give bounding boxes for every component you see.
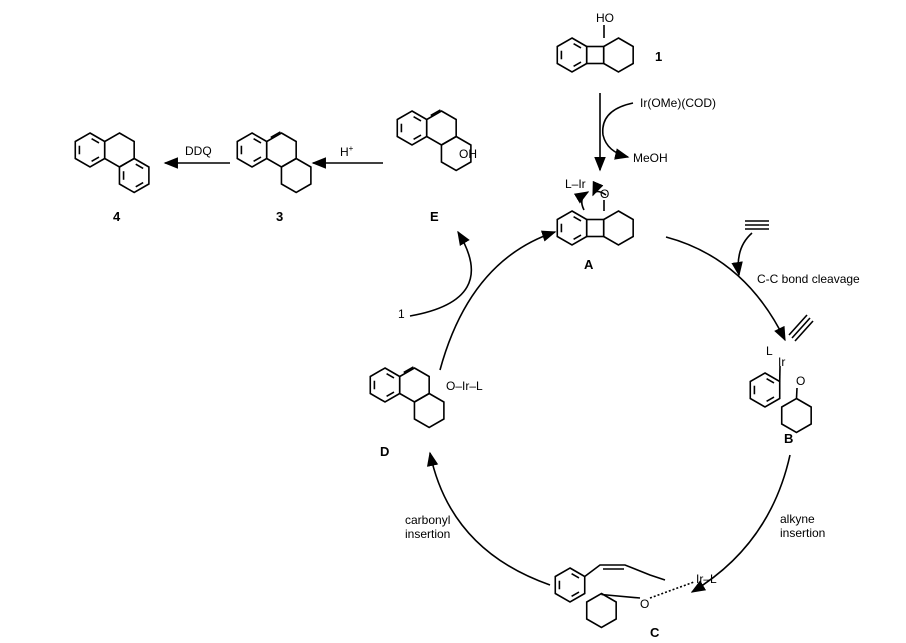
compound-B-cyclohexane-ring bbox=[780, 397, 812, 434]
B-carbon-oxygen-bond bbox=[795, 387, 798, 400]
compound-1-cyclohexane-ring bbox=[602, 37, 634, 73]
compound-A-benzene-ring-double-bond bbox=[573, 234, 582, 241]
carbonyl-step-line2: insertion bbox=[405, 527, 451, 541]
A-metal-label: L–Ir bbox=[565, 177, 586, 191]
B-oxygen-label: O bbox=[796, 374, 806, 388]
compound-A-cyclobutane-ring bbox=[585, 218, 605, 238]
alkyne-step-line1: alkyne bbox=[780, 512, 815, 526]
alkyne-on-B-icon bbox=[788, 314, 814, 342]
compound-4-ring-3-double-bond bbox=[135, 163, 144, 170]
ddq-label: DDQ bbox=[185, 144, 212, 158]
compound-1-cyclobutane-ring bbox=[585, 45, 605, 65]
compound-C-benzene-ring-double-bond bbox=[571, 591, 580, 598]
compound-D-ring-1-double-bond bbox=[386, 391, 395, 398]
arrow-D-to-A bbox=[439, 230, 557, 371]
alkyne-icon bbox=[745, 220, 769, 230]
compound-1-label: 1 bbox=[655, 49, 663, 64]
catalyst-label: Ir(OMe)(COD) bbox=[640, 96, 716, 110]
catalyst-curved-arrow bbox=[602, 102, 634, 160]
compound-E-label: E bbox=[430, 209, 439, 224]
arrow-1-to-E bbox=[409, 230, 473, 317]
compound-4-label: 4 bbox=[113, 209, 121, 224]
compound-E-ring-1-double-bond bbox=[413, 115, 422, 122]
compound-C-label: C bbox=[650, 625, 660, 640]
alkene-double-bond bbox=[430, 109, 441, 117]
compound-A-cyclohexane-ring bbox=[602, 210, 634, 246]
compound-D-ring-3 bbox=[413, 392, 445, 429]
compound-B-label: B bbox=[784, 431, 794, 446]
B-iridium-label: Ir bbox=[778, 355, 786, 369]
compound-3-ring-3 bbox=[280, 157, 312, 194]
E-hydroxyl-label: OH bbox=[459, 147, 477, 161]
cleavage-step-label: C-C bond cleavage bbox=[757, 272, 860, 286]
compound-B-benzene-ring-double-bond bbox=[766, 377, 775, 384]
compound-4-ring-1-double-bond bbox=[91, 156, 100, 163]
alkene-double-bond bbox=[270, 131, 281, 139]
substrate-1-label: 1 bbox=[398, 307, 405, 321]
compound-C-benzene-ring-double-bond bbox=[571, 572, 580, 579]
hydroxyl-label-1: HO bbox=[596, 11, 614, 25]
C-metal-label: Ir–L bbox=[696, 572, 717, 586]
alkyne-step-line2: insertion bbox=[780, 526, 826, 540]
alkyne-addition-arrow bbox=[731, 232, 753, 277]
acid-charge: + bbox=[348, 144, 354, 153]
compound-3-label: 3 bbox=[276, 209, 284, 224]
C-oxygen-label: O bbox=[640, 597, 650, 611]
compound-4-ring-3-double-bond bbox=[135, 181, 144, 188]
C-oxygen-iridium-bond bbox=[649, 581, 695, 599]
C-metallacycle-chain bbox=[584, 564, 666, 581]
carbonyl-step-line1: carbonyl bbox=[405, 513, 451, 527]
compound-4-ring-1-double-bond bbox=[91, 137, 100, 144]
D-ligand-label: O–Ir–L bbox=[446, 379, 483, 393]
C-carbon-oxygen-bond bbox=[601, 593, 641, 599]
acid-label: H+ bbox=[340, 144, 354, 159]
compound-4-ring-3 bbox=[118, 157, 150, 194]
A-oxygen-label: O bbox=[600, 187, 610, 201]
acid-text: H bbox=[340, 145, 349, 159]
arrow-A-to-B bbox=[665, 236, 786, 342]
compound-A-label: A bbox=[584, 257, 594, 272]
compound-B-benzene-ring-double-bond bbox=[766, 396, 775, 403]
compound-3-ring-1-double-bond bbox=[253, 156, 262, 163]
compound-1-benzene-ring-double-bond bbox=[573, 61, 582, 68]
alkene-double-bond bbox=[403, 366, 414, 374]
compound-D-ring-1-double-bond bbox=[386, 372, 395, 379]
compound-C-cyclohexane-ring bbox=[585, 592, 617, 629]
B-ligand-label: L bbox=[766, 344, 773, 358]
byproduct-label: MeOH bbox=[633, 151, 668, 165]
arrow-C-to-D bbox=[426, 451, 551, 586]
compound-3-ring-1-double-bond bbox=[253, 137, 262, 144]
compound-E-ring-1-double-bond bbox=[413, 134, 422, 141]
arrow-B-to-C bbox=[690, 454, 791, 593]
compound-A-benzene-ring-double-bond bbox=[573, 215, 582, 222]
compound-E-ring-3 bbox=[440, 135, 472, 172]
compound-1-benzene-ring-double-bond bbox=[573, 42, 582, 49]
compound-D-label: D bbox=[380, 444, 390, 459]
